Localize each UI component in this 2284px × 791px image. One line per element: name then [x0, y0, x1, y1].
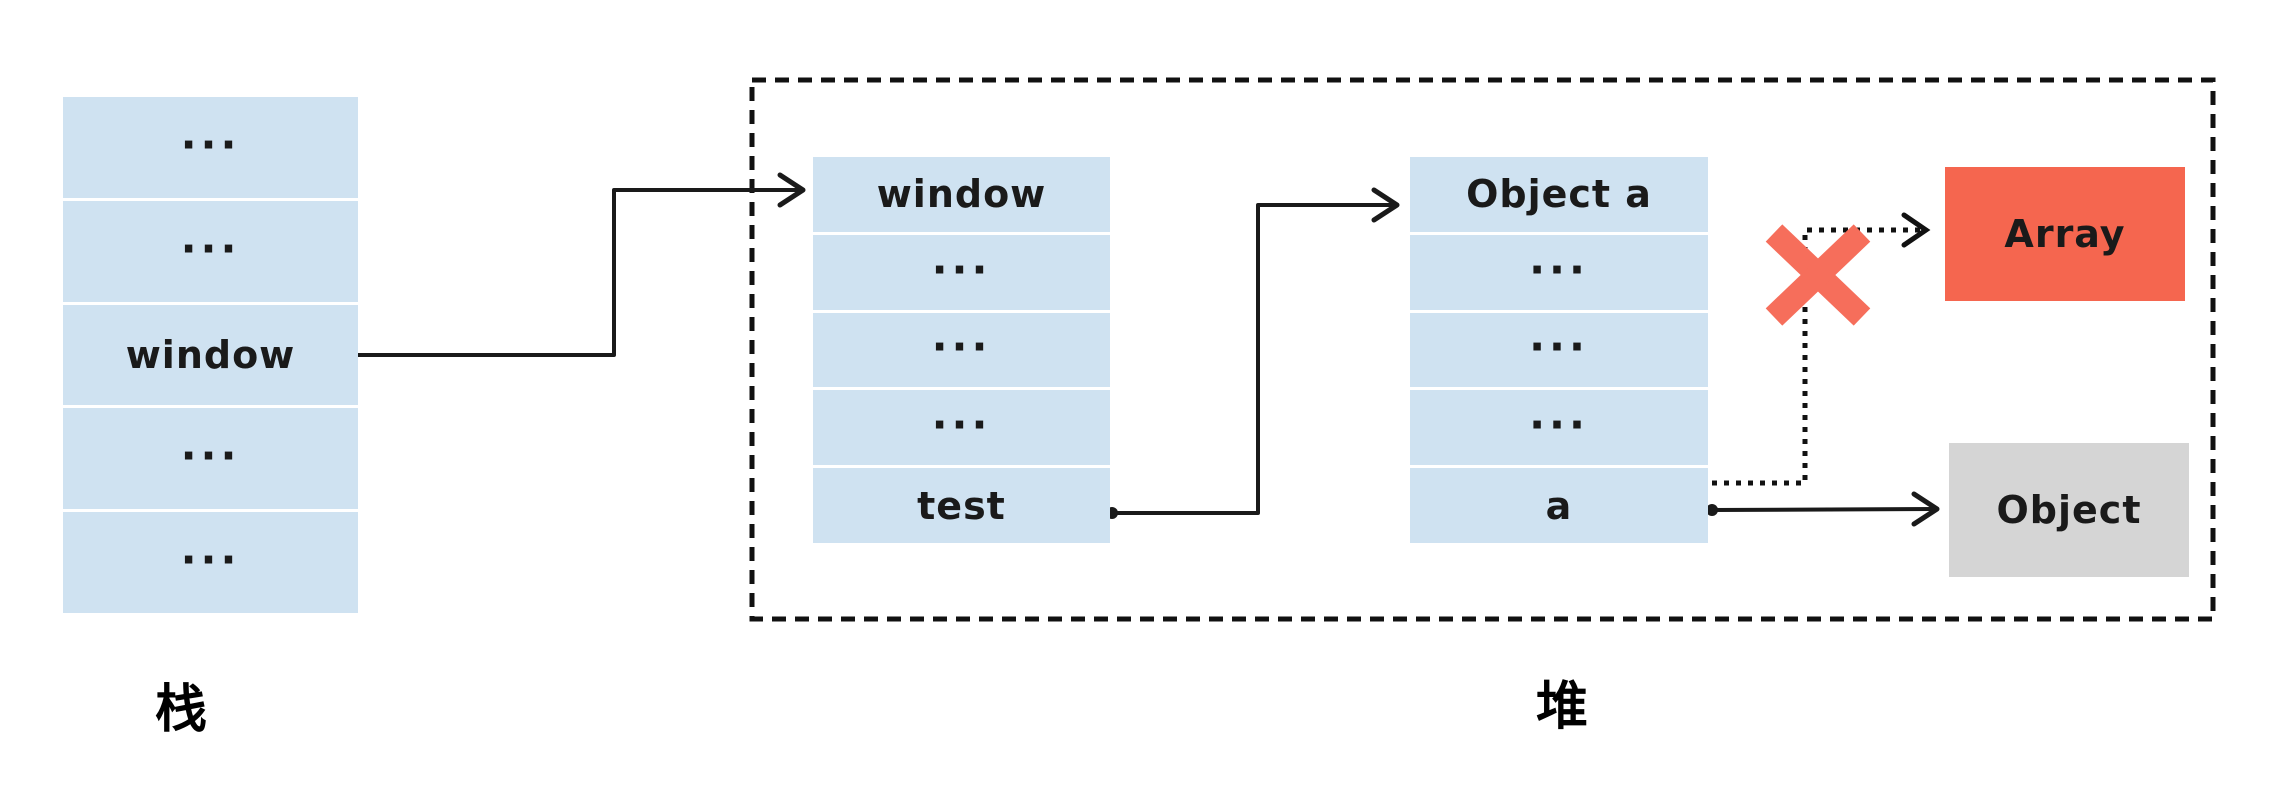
stack-row: ...: [63, 512, 358, 613]
heap-window-row: ...: [813, 312, 1110, 391]
arrowhead-icon: [1901, 212, 1931, 248]
stack-row-window: window: [63, 304, 358, 409]
array-box-label: Array: [2004, 212, 2126, 256]
arrow-a-to-array-dotted: [1712, 212, 1931, 486]
stack-row: ...: [63, 97, 358, 201]
object-box: Object: [1949, 443, 2189, 577]
heap-window-row-test: test: [813, 468, 1110, 543]
object-a-row-title: Object a: [1410, 157, 1708, 235]
heap-label: 堆: [1535, 677, 1588, 737]
object-a-row-a: a: [1410, 468, 1708, 543]
arrow-window-to-heap-window: [312, 172, 806, 361]
heap-window-table: window ... ... ... test: [813, 157, 1110, 543]
heap-window-row: ...: [813, 234, 1110, 313]
object-a-row: ...: [1410, 390, 1708, 469]
object-a-row: ...: [1410, 234, 1708, 313]
arrowhead-icon: [1911, 491, 1940, 527]
heap-window-row: ...: [813, 390, 1110, 469]
stack-row: ...: [63, 200, 358, 305]
arrow-a-to-object: [1706, 491, 1940, 527]
arrowhead-icon: [777, 172, 806, 208]
array-box: Array: [1945, 167, 2185, 301]
object-a-row: ...: [1410, 312, 1708, 391]
stack-label: 栈: [154, 680, 207, 740]
stack-row: ...: [63, 408, 358, 513]
heap-window-row-title: window: [813, 157, 1110, 235]
heap-object-a-table: Object a ... ... ... a: [1410, 157, 1708, 543]
arrowhead-icon: [1371, 187, 1400, 223]
stack-table: ... ... window ... ...: [63, 97, 358, 613]
cross-icon: [1765, 224, 1871, 326]
object-box-label: Object: [1996, 488, 2142, 532]
arrow-test-to-object-a: [1106, 187, 1400, 519]
